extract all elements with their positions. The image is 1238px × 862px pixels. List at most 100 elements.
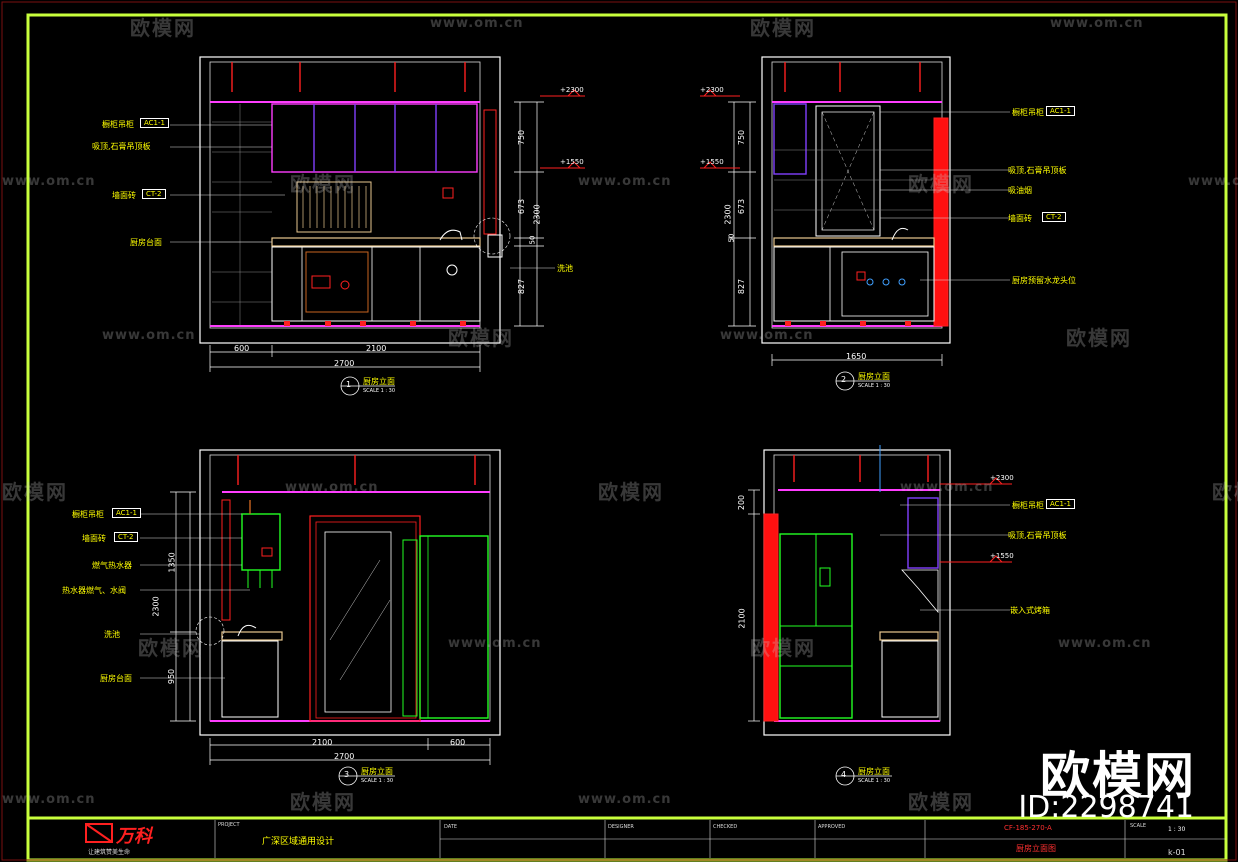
label-upper-cabinet-2: 橱柜吊柜 (1012, 108, 1044, 117)
title-block (28, 816, 1226, 858)
dim-h3-total: 2700 (334, 752, 355, 761)
watermark-text: 欧模网 (1066, 326, 1132, 350)
company-logo: 万科 (116, 826, 152, 847)
level-mid-4: +1550 (990, 552, 1014, 560)
company-slogan: 让建筑赞美生命 (88, 849, 131, 856)
wall-outline (199, 56, 501, 344)
tag-ac1-1-v4: AC1-1 (1046, 499, 1075, 509)
scale-label: SCALE (1130, 823, 1147, 829)
dim-h3-600: 600 (450, 738, 466, 747)
dim-h1-2100: 2100 (366, 344, 387, 353)
brand-id: ID:2298741 (1018, 790, 1194, 825)
watermark-url: www.om.cn (2, 174, 96, 189)
label-upper-cabinet-3: 橱柜吊柜 (72, 510, 104, 519)
label-tile-3: 墙面砖 (82, 534, 106, 543)
dim-h1-600: 600 (234, 344, 250, 353)
dim-v2-673: 673 (737, 198, 747, 215)
watermark-text: 欧模网 (750, 16, 816, 40)
scale-value: 1 : 30 (1168, 826, 1186, 833)
base-cabinet (271, 246, 481, 322)
watermark-text: 欧模网 (598, 480, 664, 504)
caption-title-3: 厨房立面 (361, 767, 393, 776)
caption-scale-1: SCALE 1 : 30 (363, 388, 396, 394)
cell-approved: APPROVED (818, 824, 846, 830)
drawing-frame (26, 13, 1228, 862)
watermark-url: www.om.cn (720, 328, 814, 343)
watermark-text: 欧模网 (138, 636, 204, 660)
dim-v1-827: 827 (517, 278, 527, 295)
countertop (271, 237, 481, 247)
project-label: PROJECT (218, 822, 240, 828)
oven (305, 251, 369, 313)
refrigerator (419, 535, 489, 719)
tag-ac1-1-v2: AC1-1 (1046, 106, 1075, 116)
elevation-view-4 (748, 445, 1012, 786)
water-heater (241, 513, 281, 571)
label-ceiling-1: 吸顶,石膏吊顶板 (92, 142, 151, 151)
sheet-number: k-01 (1168, 848, 1186, 857)
dim-h3-2100: 2100 (312, 738, 333, 747)
watermark-text: 欧模网 (908, 790, 974, 814)
watermark-text: 欧模网 (290, 172, 356, 196)
elevation-view-1 (170, 56, 585, 396)
caption-scale-3: SCALE 1 : 30 (361, 778, 394, 784)
label-oven-4: 嵌入式烤箱 (1010, 606, 1050, 615)
caption-scale-4: SCALE 1 : 30 (858, 778, 891, 784)
tag-ct2-v2: CT-2 (1042, 212, 1066, 222)
caption-no-4: 4 (841, 770, 847, 779)
watermark-url: www.om.cn (448, 636, 542, 651)
dim-h2-total: 1650 (846, 352, 867, 361)
drawing-name: 厨房立面图 (1016, 844, 1056, 853)
watermark-url: www.om.cn (2, 792, 96, 807)
tag-ac1-1-v3: AC1-1 (112, 508, 141, 518)
dim-v1-2300: 2300 (532, 204, 542, 225)
watermark-url: www.om.cn (285, 480, 379, 495)
tag-ct2-v3: CT-2 (114, 532, 138, 542)
label-hood-2: 吸油烟 (1008, 186, 1032, 195)
label-tile-1: 墙面砖 (112, 191, 136, 200)
caption-no-1: 1 (346, 380, 352, 389)
level-top-2: +2300 (700, 86, 724, 94)
watermark-url: www.om.cn (900, 480, 994, 495)
cell-checked: CHECKED (713, 824, 738, 830)
brand-logo: 欧模网 (1040, 747, 1196, 805)
project-name: 广深区域通用设计 (262, 837, 335, 847)
watermark-text: 欧模网 (908, 172, 974, 196)
label-ceiling-2: 吸顶,石膏吊顶板 (1008, 166, 1067, 175)
level-mid-2: +1550 (700, 158, 724, 166)
label-tile-2: 墙面砖 (1008, 214, 1032, 223)
label-faucet-2: 厨房预留水龙头位 (1012, 276, 1076, 285)
elevation-view-3 (140, 449, 501, 786)
dim-v3-1350: 1350 (167, 552, 177, 573)
watermark-text: 欧模网 (290, 790, 356, 814)
dim-v4-2100: 2100 (737, 608, 747, 629)
watermark-url: www.om.cn (1188, 174, 1238, 189)
cell-designer: DESIGNER (608, 824, 634, 830)
dim-v2-2300: 2300 (723, 204, 733, 225)
cell-date: DATE (444, 824, 458, 830)
watermark-text: 欧模网 (130, 16, 196, 40)
label-upper-cabinet-4: 橱柜吊柜 (1012, 501, 1044, 510)
watermark-url: www.om.cn (430, 16, 524, 31)
watermark-url: www.om.cn (1058, 636, 1152, 651)
caption-no-2: 2 (841, 375, 847, 384)
dim-v3-2300: 2300 (151, 596, 161, 617)
watermark-url: www.om.cn (102, 328, 196, 343)
upper-cabinet (271, 103, 478, 173)
dim-v2-827: 827 (737, 278, 747, 295)
watermark-url: www.om.cn (578, 792, 672, 807)
dim-v1-50: 50 (528, 235, 537, 245)
tag-ac1-1-v1: AC1-1 (140, 118, 169, 128)
dim-v2-750: 750 (737, 129, 747, 146)
label-sink-1: 洗池 (557, 264, 573, 273)
watermark-url: www.om.cn (578, 174, 672, 189)
label-counter-1: 厨房台面 (130, 238, 162, 247)
caption-scale-2: SCALE 1 : 30 (858, 383, 891, 389)
level-mid-1: +1550 (560, 158, 584, 166)
level-top-4: +2300 (990, 474, 1014, 482)
label-upper-cabinet-1: 橱柜吊柜 (102, 120, 134, 129)
label-counter-3: 厨房台面 (100, 674, 132, 683)
watermark-text: 欧模网 (448, 326, 514, 350)
caption-title-2: 厨房立面 (858, 372, 890, 381)
